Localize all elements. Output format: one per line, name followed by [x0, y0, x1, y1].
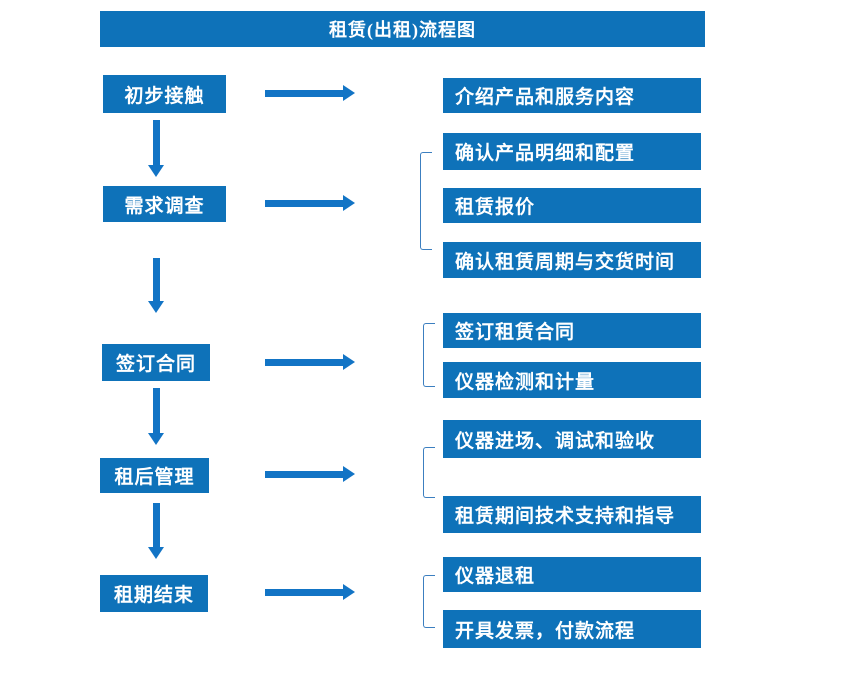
arrow-right-icon-5	[265, 584, 355, 600]
detail-box-instrument-return: 仪器退租	[443, 557, 701, 592]
arrow-down-icon-1	[148, 120, 164, 177]
step-box-initial-contact: 初步接触	[103, 75, 226, 113]
detail-box-confirm-product-config: 确认产品明细和配置	[443, 133, 701, 170]
arrow-right-icon-4	[265, 466, 355, 482]
detail-box-rental-quote: 租赁报价	[443, 188, 701, 223]
detail-box-confirm-period-delivery: 确认租赁周期与交货时间	[443, 242, 701, 278]
step-box-post-rental-management: 租后管理	[100, 458, 209, 493]
detail-box-instrument-testing: 仪器检测和计量	[443, 362, 701, 398]
detail-box-tech-support: 租赁期间技术支持和指导	[443, 496, 701, 533]
arrow-right-icon-3	[265, 354, 355, 370]
arrow-down-icon-3	[148, 388, 164, 445]
bracket-post-rental-group	[423, 447, 435, 498]
arrow-right-icon-1	[265, 85, 355, 101]
arrow-right-icon-2	[265, 195, 355, 211]
detail-box-instrument-setup: 仪器进场、调试和验收	[443, 420, 701, 458]
detail-box-invoice-payment: 开具发票，付款流程	[443, 610, 701, 648]
arrow-down-icon-2	[148, 258, 164, 313]
step-box-sign-contract: 签订合同	[102, 344, 210, 381]
flowchart-title: 租赁(出租)流程图	[100, 11, 705, 47]
detail-box-introduce-products: 介绍产品和服务内容	[443, 78, 701, 113]
bracket-demand-survey-group	[420, 152, 432, 250]
bracket-lease-end-group	[423, 575, 435, 628]
detail-box-sign-rental-contract: 签订租赁合同	[443, 313, 701, 348]
step-box-lease-end: 租期结束	[100, 575, 208, 612]
step-box-demand-survey: 需求调查	[103, 186, 226, 222]
bracket-sign-contract-group	[423, 323, 435, 387]
arrow-down-icon-4	[148, 503, 164, 559]
